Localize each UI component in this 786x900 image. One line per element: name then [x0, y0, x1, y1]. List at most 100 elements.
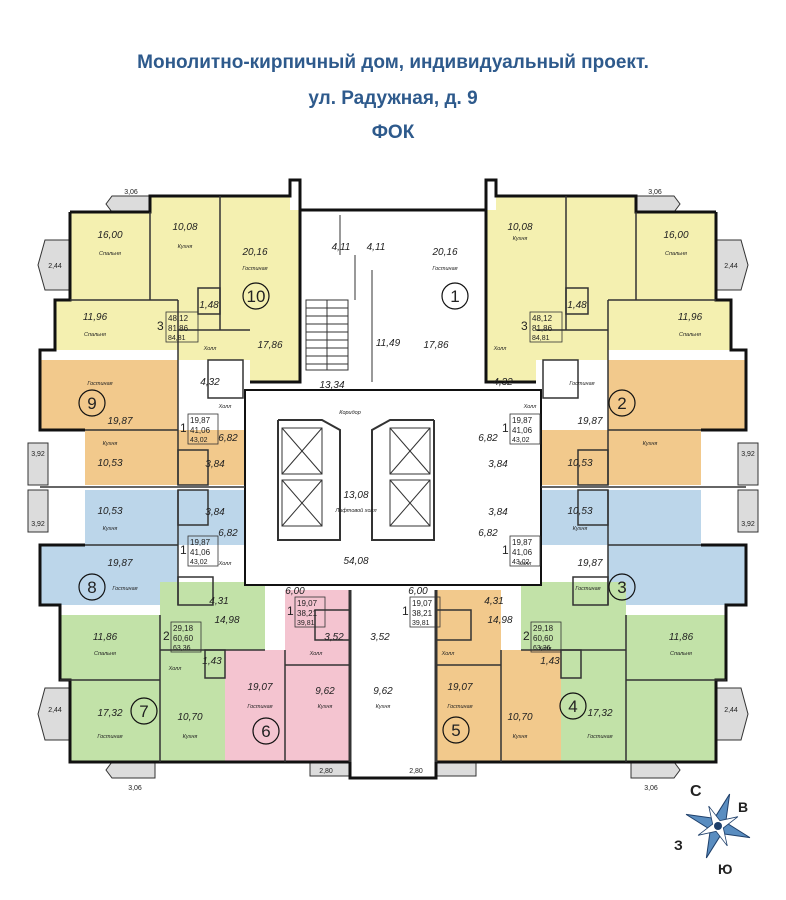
area-1-balcony2: 2,44 [724, 263, 738, 270]
wc-8 [177, 576, 214, 606]
label-1-living: Гостиная [432, 266, 457, 272]
summary-7: 2 29,18 60,60 63,36 [163, 621, 202, 653]
svg-text:43,02: 43,02 [512, 559, 530, 566]
summary-10: 3 48,12 81,86 84,81 [157, 311, 199, 343]
balcony-5 [435, 761, 477, 777]
area-5-bath: 3,52 [370, 632, 390, 643]
elevator-1 [281, 427, 323, 475]
area-9-bath: 4,32 [200, 377, 220, 388]
area-7-hall: 14,98 [214, 615, 239, 626]
bath-1 [565, 287, 589, 315]
svg-text:39,81: 39,81 [297, 620, 315, 627]
svg-text:38,21: 38,21 [412, 609, 433, 618]
label-2-living: Гостиная [569, 381, 594, 387]
area-10-kitchen: 10,08 [172, 222, 197, 233]
area-6-bath: 3,52 [324, 632, 344, 643]
svg-text:3: 3 [521, 319, 528, 333]
area-4-living: 17,32 [587, 708, 612, 719]
area-10-bedroom2: 11,96 [83, 312, 108, 323]
label-3-kitchen: Кухня [573, 526, 588, 532]
svg-text:19,87: 19,87 [512, 538, 533, 547]
bath-2 [577, 449, 609, 486]
bath-8 [177, 489, 209, 526]
apartment-number-6: 6 [261, 722, 270, 741]
elevator-4 [389, 479, 431, 527]
area-2-balcony: 3,92 [741, 451, 755, 458]
area-1-hall: 17,86 [423, 340, 448, 351]
balcony-7-side [37, 687, 71, 741]
balcony-4-bottom [630, 761, 681, 779]
wc-3 [572, 576, 609, 606]
area-3-hall: 6,82 [478, 528, 498, 539]
apartment-number-9: 9 [87, 394, 96, 413]
svg-text:1: 1 [287, 604, 294, 618]
balcony-8 [27, 489, 49, 533]
label-1-hall: Холл [493, 346, 507, 352]
svg-text:48,12: 48,12 [532, 314, 553, 323]
apartment-1-fill [486, 196, 731, 382]
balcony-9 [27, 442, 49, 486]
apartment-4-fill [521, 582, 726, 762]
balcony-1-top [635, 195, 681, 213]
svg-text:1: 1 [502, 543, 509, 557]
label-4-bedroom: Спальня [670, 651, 692, 657]
svg-text:81,86: 81,86 [532, 324, 553, 333]
area-1-bedroom: 16,00 [663, 230, 688, 241]
svg-text:19,07: 19,07 [412, 599, 433, 608]
wall-left-lower [38, 543, 225, 764]
svg-text:41,06: 41,06 [512, 426, 533, 435]
wall-bottom-center [225, 760, 561, 780]
bath-9 [177, 449, 209, 486]
label-1-kitchen: Кухня [513, 236, 528, 242]
apartment-summary-tags: 3 48,12 81,86 84,81 3 48,12 81,86 84,81 … [157, 311, 563, 653]
area-1-bath: 1,48 [567, 300, 587, 311]
label-4-living: Гостиная [587, 734, 612, 740]
area-10-balcony2: 2,44 [48, 263, 62, 270]
summary-5: 1 19,07 38,21 39,81 [402, 596, 441, 628]
area-4-bedroom: 11,86 [669, 632, 694, 643]
summary-9: 1 19,87 41,06 43,02 [180, 413, 219, 445]
wall-right-lower [561, 543, 748, 764]
area-9-kitchen: 10,53 [97, 458, 122, 469]
label-1-bedroom2: Спальня [679, 332, 701, 338]
apartment-9-fill [40, 360, 245, 485]
area-7-bath: 1,43 [202, 656, 222, 667]
svg-text:81,86: 81,86 [168, 324, 189, 333]
label-8-kitchen: Кухня [103, 526, 118, 532]
area-9-hall: 6,82 [218, 433, 238, 444]
svg-text:84,81: 84,81 [532, 335, 550, 342]
apartment-number-4: 4 [568, 697, 577, 716]
bath-3 [577, 489, 609, 526]
apartment-number-circles [78, 282, 636, 745]
balcony-10-top [105, 195, 151, 213]
label-2-kitchen: Кухня [643, 441, 658, 447]
apartment-2-fill [541, 360, 746, 485]
summary-3: 1 19,87 41,06 43,02 [502, 535, 541, 567]
area-6-balcony: 2,80 [319, 768, 333, 775]
label-7-kitchen: Кухня [183, 734, 198, 740]
area-6-living: 19,07 [247, 682, 272, 693]
elevator-core-left [277, 419, 341, 541]
elevator-core-right [371, 419, 435, 541]
label-4-kitchen: Кухня [513, 734, 528, 740]
label-10-hall: Холл [203, 346, 217, 352]
apartment-7-fill [60, 582, 265, 762]
svg-text:63,36: 63,36 [533, 645, 551, 652]
area-10-balcony: 3,06 [124, 189, 138, 196]
area-9-wc: 3,84 [205, 459, 225, 470]
area-4-kitchen: 10,70 [507, 712, 532, 723]
area-7-balcony2: 3,06 [128, 785, 142, 792]
svg-text:29,18: 29,18 [173, 624, 194, 633]
apartment-3-fill [541, 490, 746, 605]
area-1-living: 20,16 [431, 247, 457, 258]
svg-text:43,02: 43,02 [190, 559, 208, 566]
wall-core-upper [250, 208, 536, 384]
label-9-living: Гостиная [87, 381, 112, 387]
elevator-3 [389, 427, 431, 475]
area-7-balcony: 2,44 [48, 707, 62, 714]
summary-2: 1 19,87 41,06 43,02 [502, 413, 541, 445]
svg-text:2: 2 [523, 629, 530, 643]
label-6-living: Гостиная [247, 704, 272, 710]
area-3-kitchen: 10,53 [567, 506, 592, 517]
area-4-hall: 14,98 [487, 615, 512, 626]
